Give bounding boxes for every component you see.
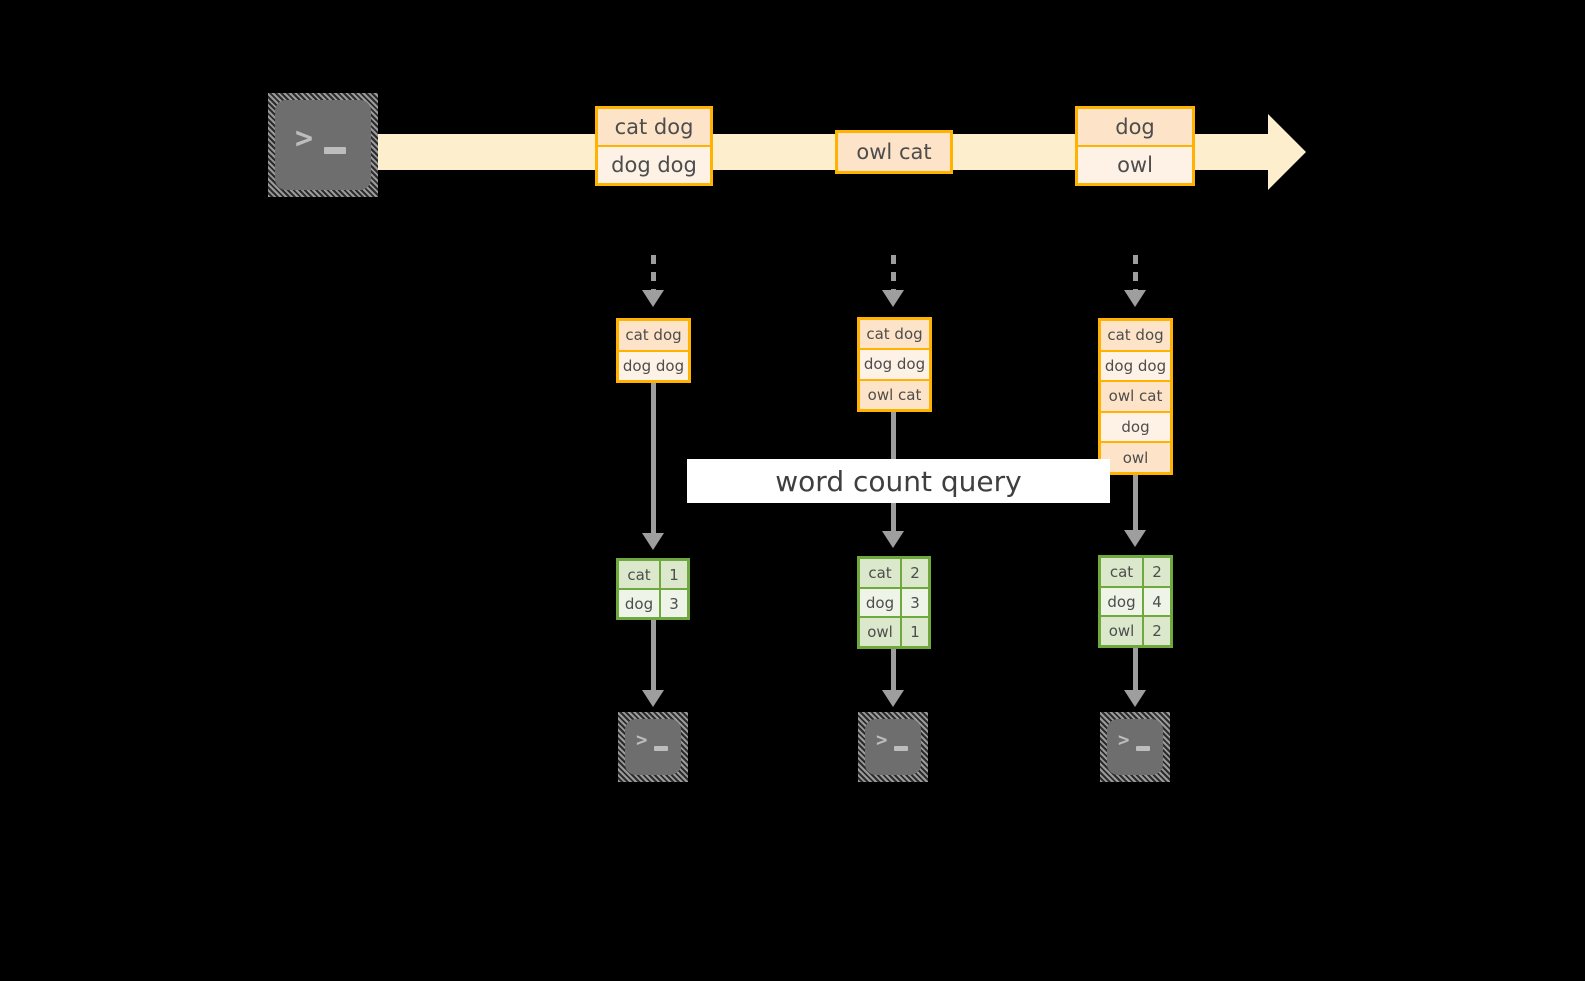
result-row: owl 1 [860,616,928,647]
output-arrow-stem-3 [1133,648,1138,692]
result-word: cat [619,561,661,588]
terminal-screen: > [275,100,371,190]
banner-label: word count query [775,464,1022,498]
terminal-screen: > [1107,719,1163,775]
batch-line: dog dog [619,349,688,380]
batch-line: dog [1101,410,1170,442]
batch-line: owl [1101,441,1170,472]
terminal-cursor-icon [654,746,668,751]
result-count: 2 [1152,622,1162,641]
query-arrow-head-2 [882,531,904,548]
batch-input-3[interactable]: cat dog dog dog owl cat dog owl [1098,318,1173,475]
terminal-screen: > [625,719,681,775]
ingest-arrow-stem-2 [891,255,896,293]
word-count-result-3[interactable]: cat 2 dog 4 owl 2 [1098,555,1173,648]
terminal-cursor-icon [1136,746,1150,751]
result-word: dog [860,588,902,617]
result-word: cat [1101,558,1144,586]
result-count: 2 [910,563,920,582]
result-word: owl [860,618,902,647]
query-arrow-stem-3 [1133,475,1138,533]
sink-terminal-icon-1[interactable]: > [618,712,688,782]
result-count: 1 [910,623,920,642]
batch-line: dog dog [1101,349,1170,381]
result-count: 1 [669,565,679,584]
event-line: owl cat [838,133,950,171]
word-count-result-2[interactable]: cat 2 dog 3 owl 1 [857,556,931,649]
batch-input-2[interactable]: cat dog dog dog owl cat [857,317,932,412]
event-line: owl [1078,145,1192,183]
batch-line: cat dog [860,320,929,349]
ingest-arrow-head-3 [1124,290,1146,307]
timeline-event-3[interactable]: dog owl [1075,106,1195,186]
output-arrow-stem-2 [891,649,896,692]
output-arrow-head-2 [882,690,904,707]
terminal-prompt-icon: > [876,729,888,751]
terminal-prompt-icon: > [295,121,314,156]
result-row: cat 1 [619,561,687,588]
event-line: dog dog [598,145,710,183]
result-word: cat [860,559,902,587]
batch-input-1[interactable]: cat dog dog dog [616,318,691,383]
result-word: owl [1101,617,1144,646]
event-line: cat dog [598,109,710,145]
timeline-event-2[interactable]: owl cat [835,130,953,174]
batch-line: owl cat [1101,380,1170,411]
sink-terminal-icon-2[interactable]: > [858,712,928,782]
ingest-arrow-head-1 [642,290,664,307]
sink-terminal-icon-3[interactable]: > [1100,712,1170,782]
word-count-result-1[interactable]: cat 1 dog 3 [616,558,690,620]
result-count: 3 [669,594,679,613]
result-row: cat 2 [1101,558,1170,586]
result-count: 3 [910,593,920,612]
result-word: dog [1101,587,1144,616]
timeline-arrowhead [1268,114,1306,190]
batch-line: dog dog [860,348,929,379]
batch-line: cat dog [619,321,688,350]
output-arrow-head-3 [1124,690,1146,707]
ingest-arrow-stem-1 [651,255,656,293]
query-arrow-head-3 [1124,530,1146,547]
event-line: dog [1078,109,1192,145]
output-arrow-stem-1 [651,620,656,692]
word-count-query-banner: word count query [687,459,1110,503]
terminal-screen: > [865,719,921,775]
result-row: cat 2 [860,559,928,587]
result-word: dog [619,590,661,617]
result-row: owl 2 [1101,615,1170,646]
batch-line: cat dog [1101,321,1170,350]
query-arrow-stem-1 [651,383,656,536]
result-count: 2 [1152,562,1162,581]
batch-line: owl cat [860,378,929,409]
result-row: dog 4 [1101,585,1170,616]
ingest-arrow-stem-3 [1133,255,1138,293]
terminal-prompt-icon: > [636,729,648,751]
result-row: dog 3 [619,588,687,617]
terminal-prompt-icon: > [1118,729,1130,751]
output-arrow-head-1 [642,690,664,707]
ingest-arrow-head-2 [882,290,904,307]
terminal-cursor-icon [894,746,908,751]
terminal-cursor-icon [324,147,346,154]
source-terminal-icon[interactable]: > [268,93,378,197]
result-count: 4 [1152,592,1162,611]
query-arrow-head-1 [642,533,664,550]
result-row: dog 3 [860,586,928,617]
timeline-event-1[interactable]: cat dog dog dog [595,106,713,186]
